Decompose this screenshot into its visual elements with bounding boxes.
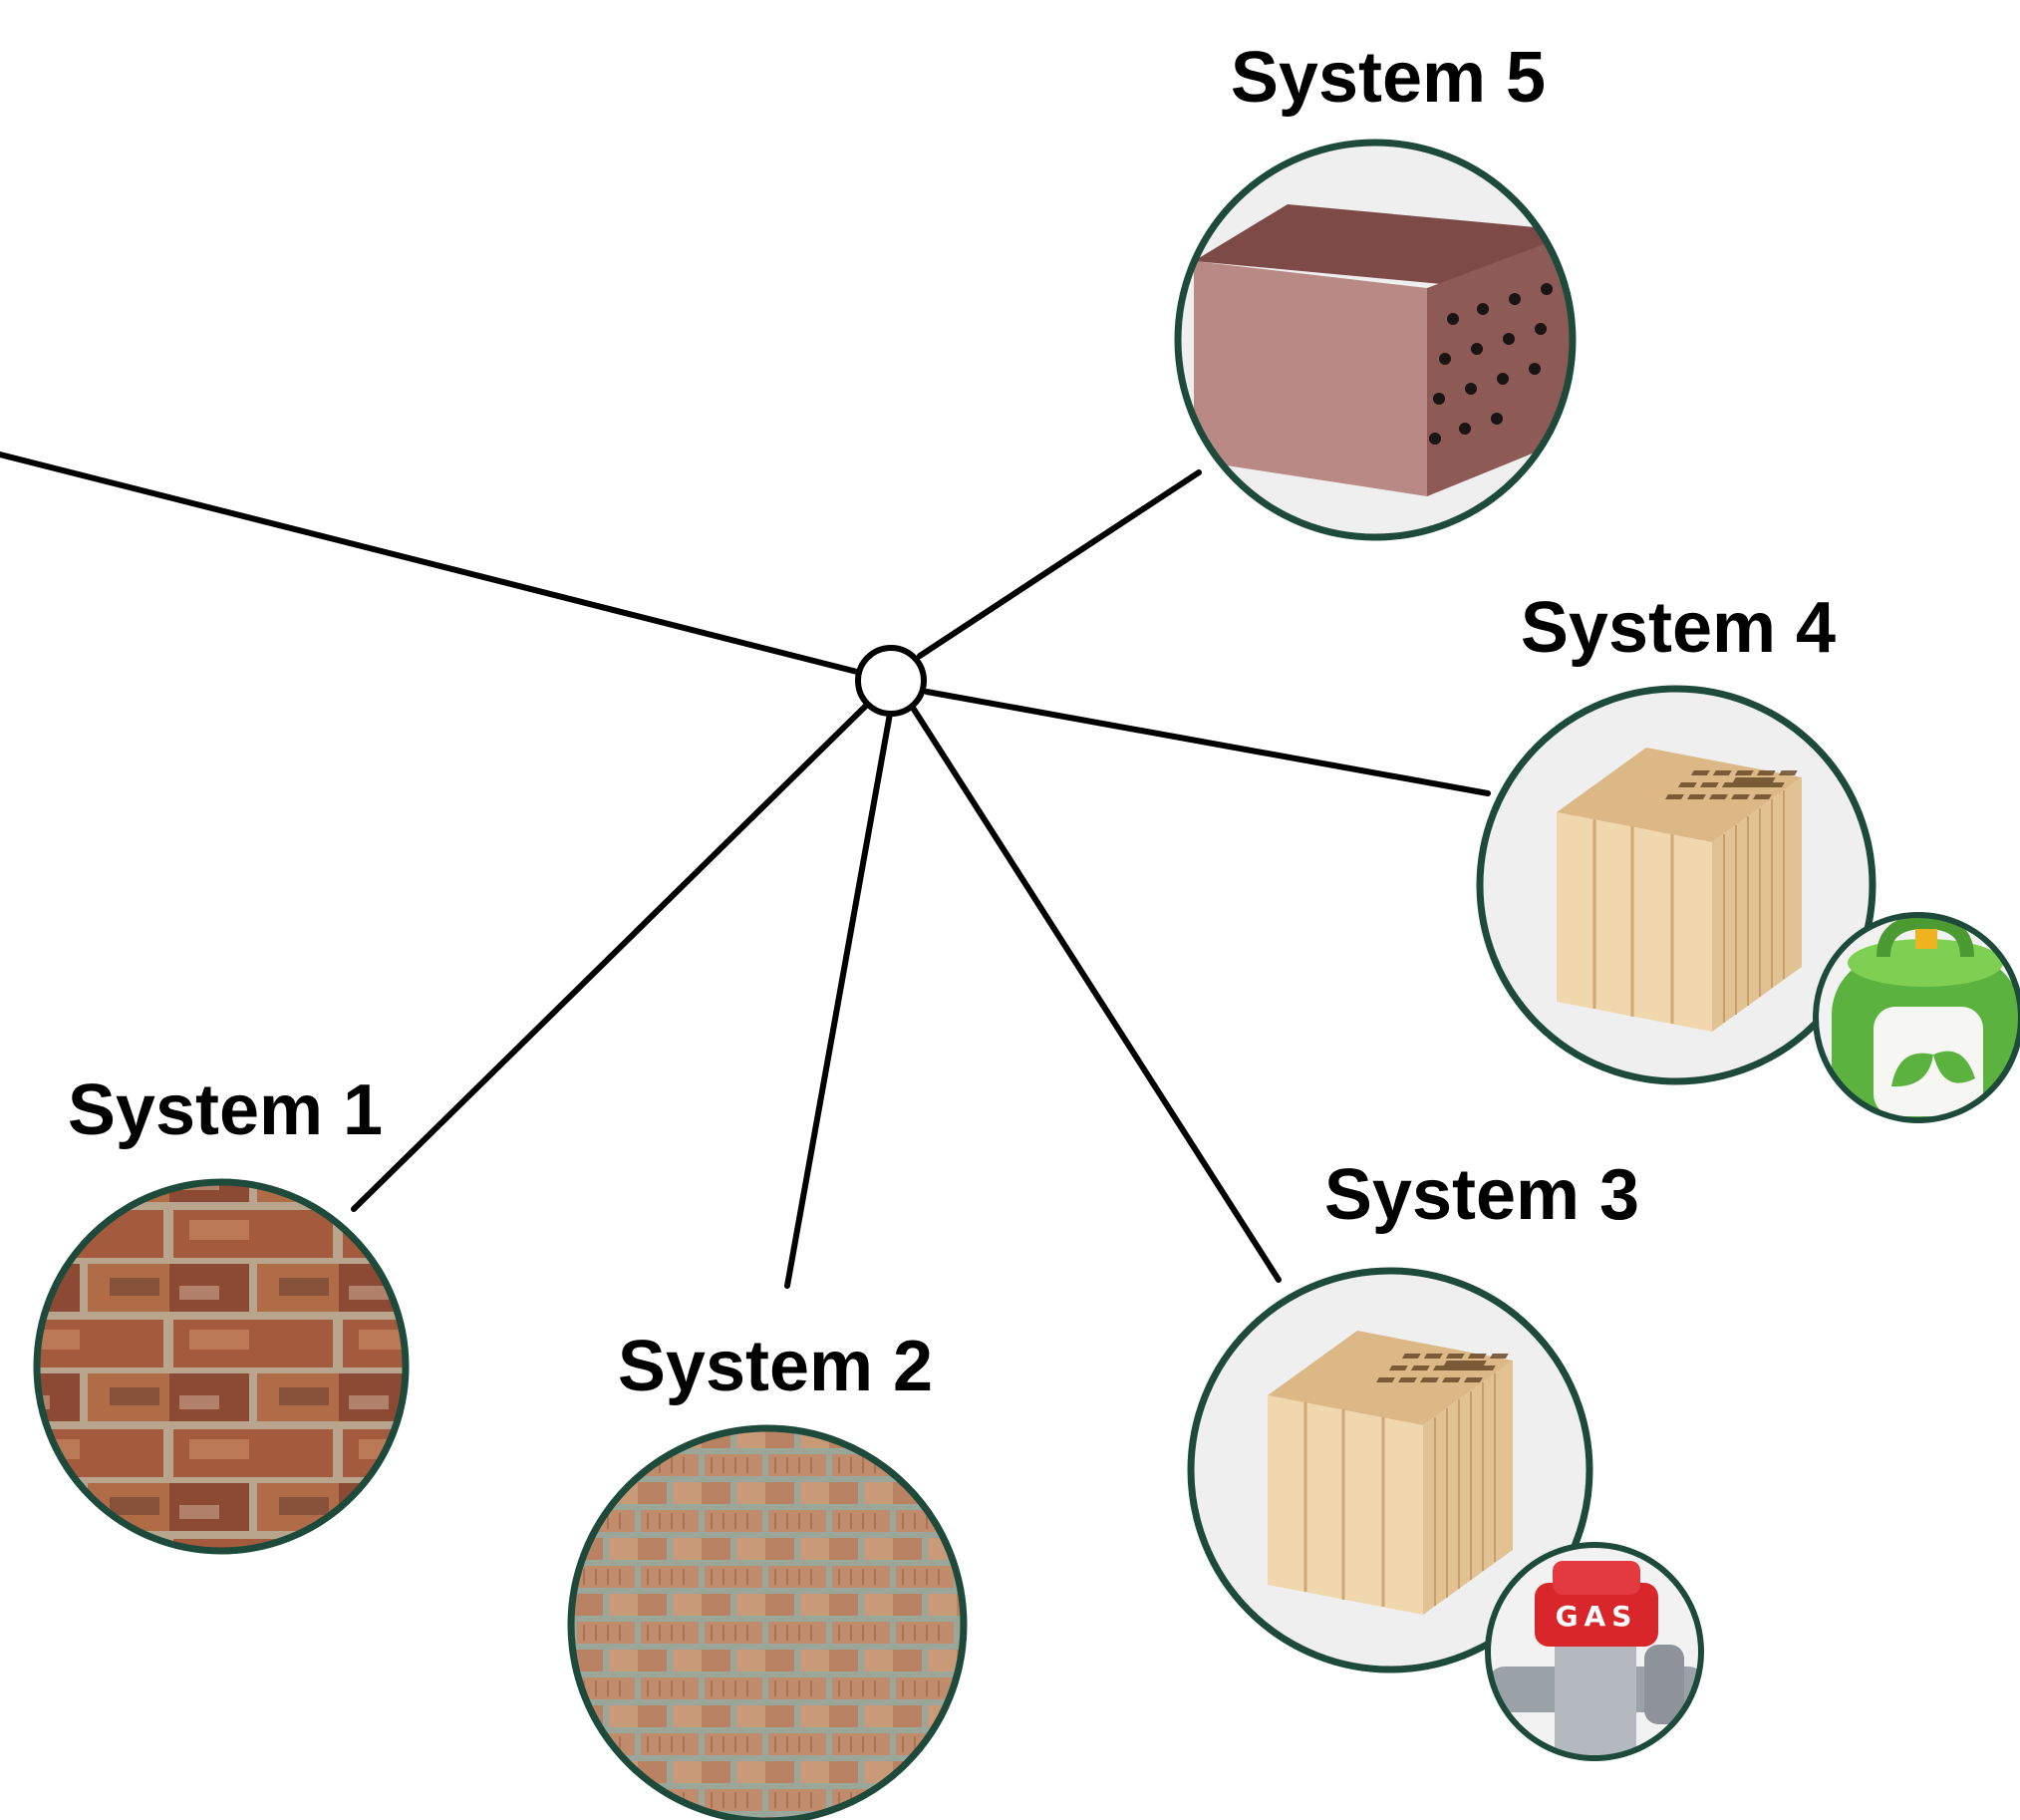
system-2-ring bbox=[567, 1424, 968, 1820]
central-hub bbox=[855, 645, 927, 717]
connector-system-2 bbox=[784, 711, 893, 1289]
system-4-label: System 4 bbox=[1521, 588, 1836, 668]
system-3-node: System 3 GAS bbox=[1187, 1155, 1704, 1761]
connector-lines bbox=[0, 452, 1491, 1289]
perforated-brick-image bbox=[1178, 143, 1573, 537]
connector-system-3 bbox=[910, 705, 1282, 1283]
system-1-label: System 1 bbox=[68, 1070, 383, 1150]
system-3-ring bbox=[1187, 1267, 1593, 1673]
green-gas-cylinder-icon bbox=[1813, 912, 2020, 1123]
system-5-label: System 5 bbox=[1231, 38, 1546, 118]
system-5-node: System 5 bbox=[1174, 38, 1577, 541]
gas-valve-icon: GAS bbox=[1485, 1542, 1704, 1761]
system-4-node: System 4 bbox=[1476, 588, 2020, 1123]
hollow-clay-block-image bbox=[1480, 689, 1873, 1081]
old-brick-wall-image bbox=[37, 1182, 406, 1551]
system-3-label: System 3 bbox=[1324, 1155, 1639, 1235]
system-5-ring bbox=[1174, 139, 1577, 541]
connector-system-1 bbox=[351, 702, 870, 1212]
connector-system-5 bbox=[917, 469, 1202, 659]
system-1-ring bbox=[33, 1178, 410, 1555]
system-1-node: System 1 bbox=[33, 1070, 410, 1555]
brick-wall-image bbox=[571, 1428, 964, 1820]
system-2-node: System 2 bbox=[567, 1327, 968, 1820]
system-4-ring bbox=[1476, 685, 1876, 1085]
system-2-label: System 2 bbox=[618, 1327, 933, 1406]
connector-system-4 bbox=[924, 689, 1491, 796]
connector-left-edge bbox=[0, 452, 860, 675]
gas-label: GAS bbox=[1556, 1600, 1638, 1633]
